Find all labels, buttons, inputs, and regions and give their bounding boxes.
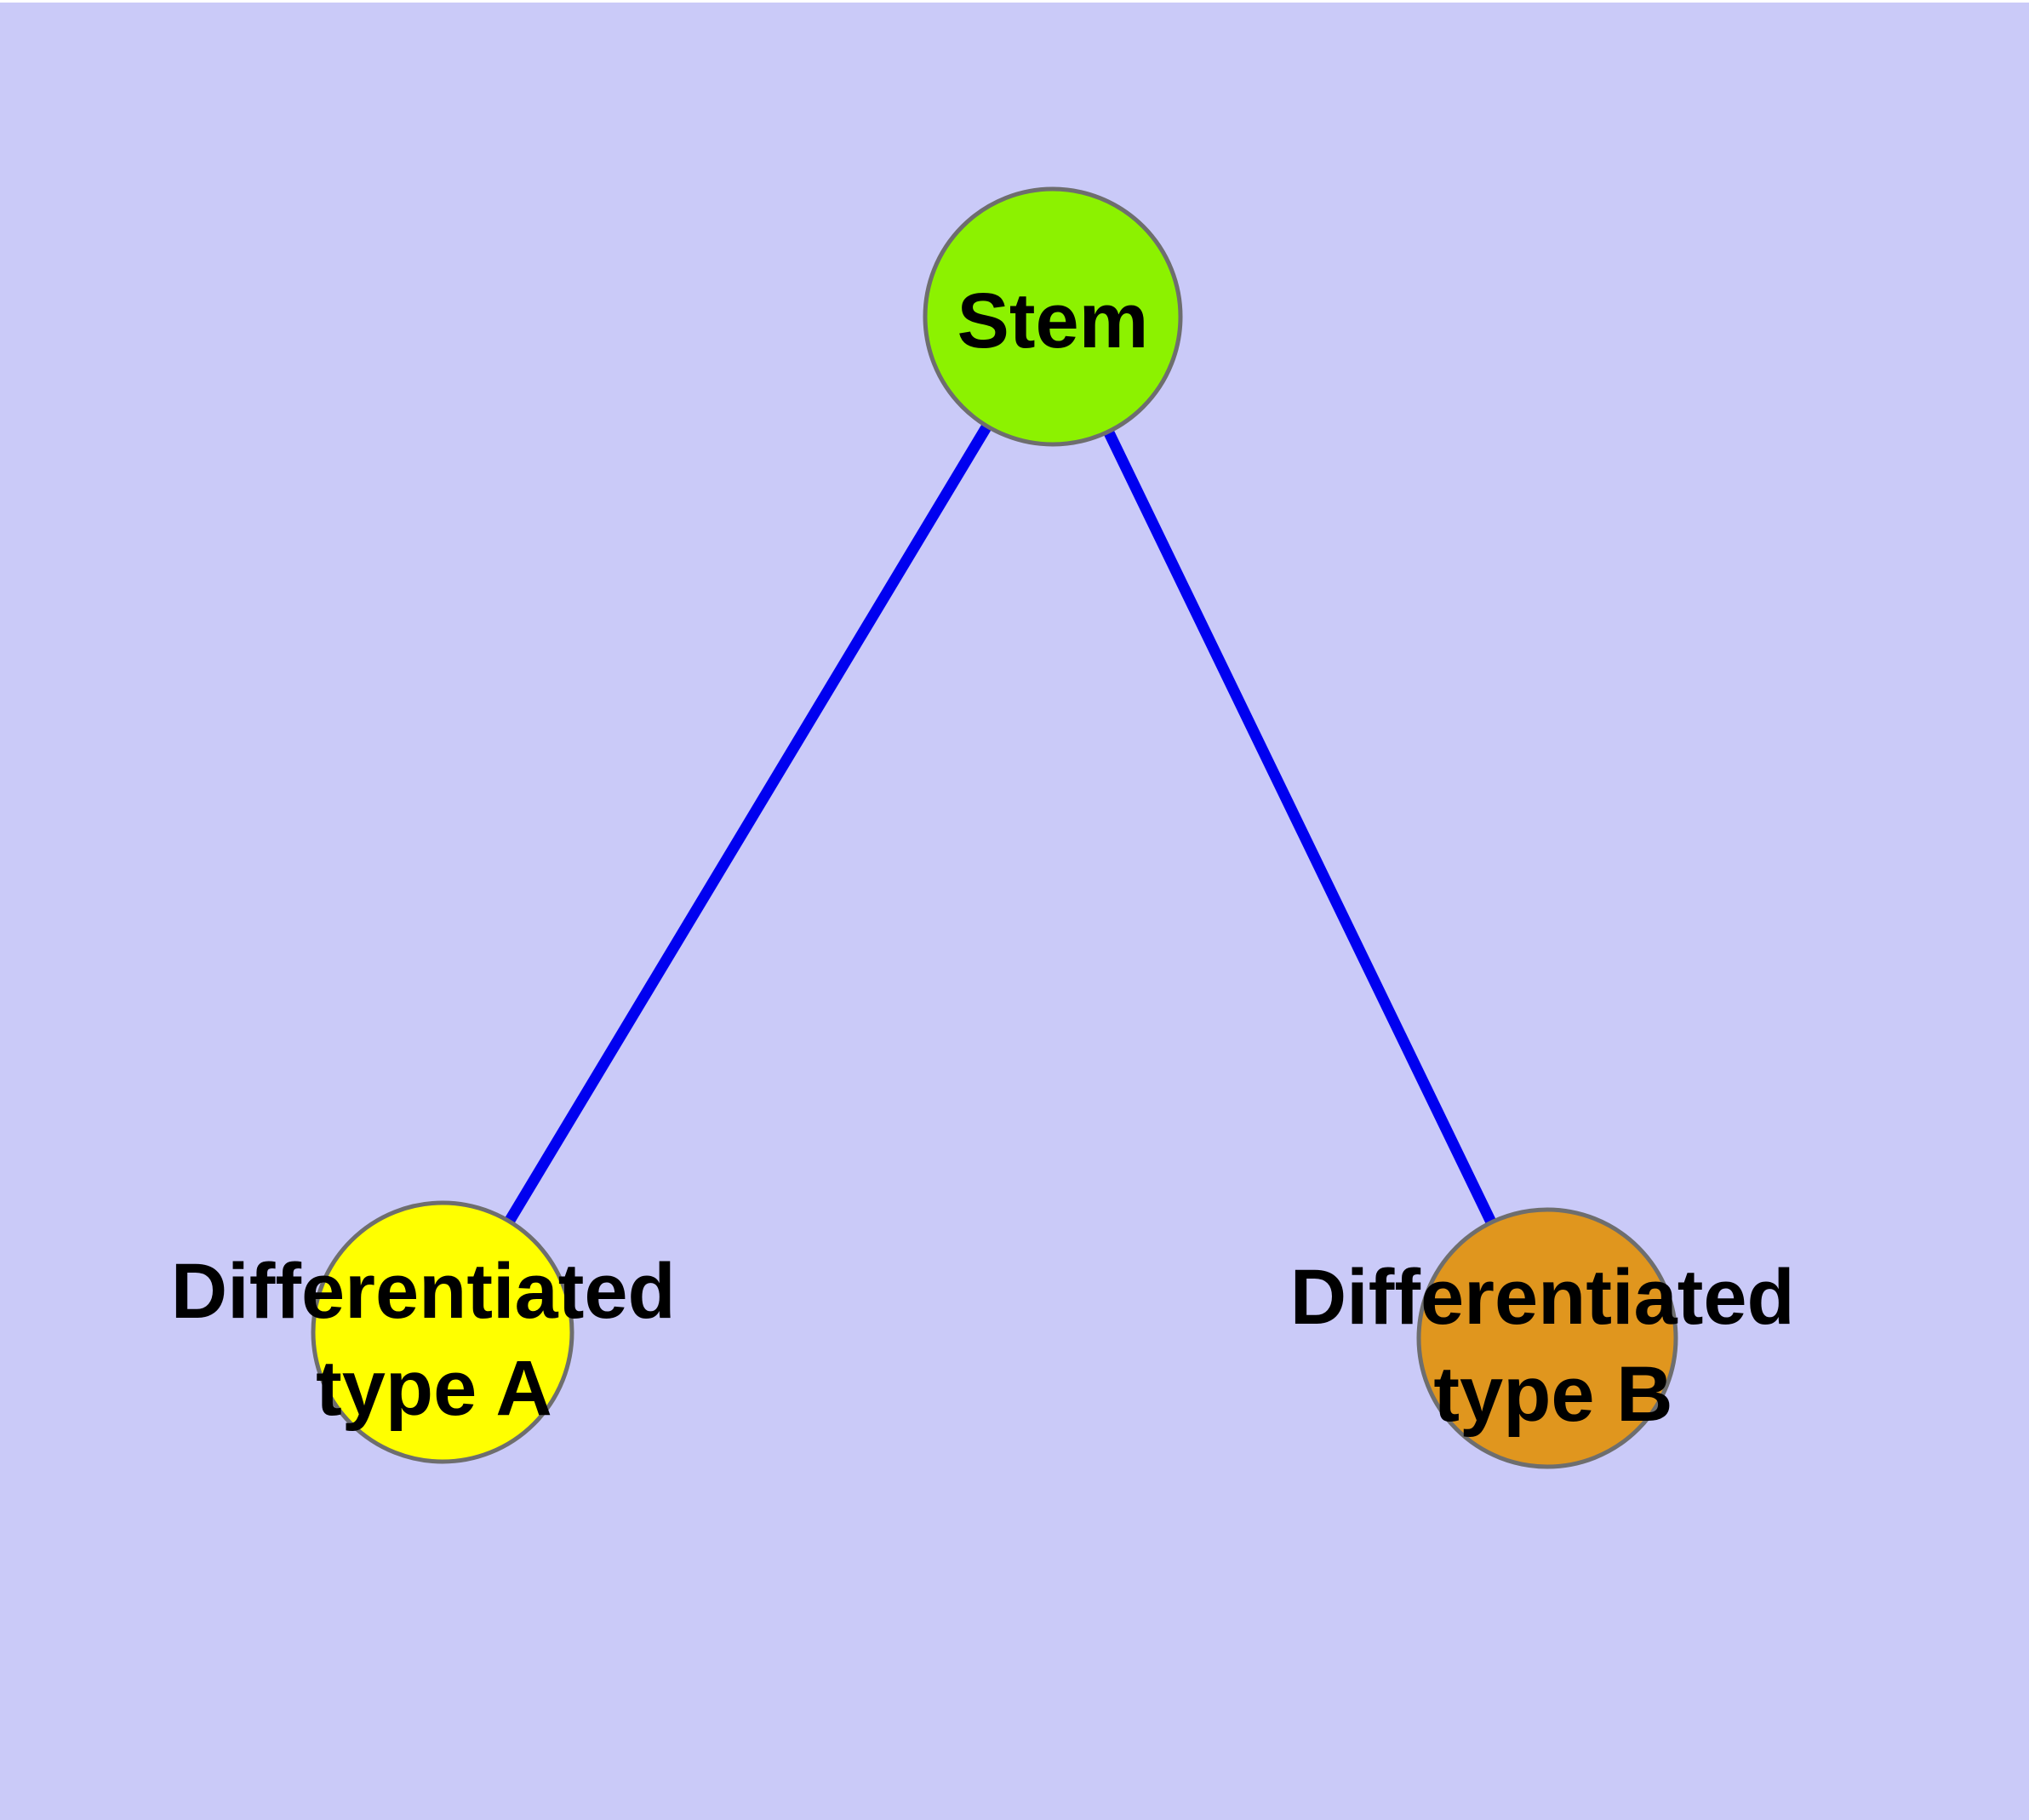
node-stem <box>923 186 1183 447</box>
top-edge-strip <box>0 0 2029 3</box>
node-differentiated-type-a <box>311 1200 574 1464</box>
edge-stem-to-type-a <box>437 313 1058 1336</box>
node-type-b-label-line1: Differentiated <box>1290 1254 1795 1341</box>
node-differentiated-type-b <box>1416 1207 1678 1469</box>
node-stem-label: Stem <box>957 278 1149 364</box>
node-type-a-label-line2: type A <box>316 1345 552 1432</box>
node-type-b-label-line2: type B <box>1433 1351 1672 1438</box>
node-type-b-label: Differentiated type B <box>1290 1254 1817 1438</box>
node-type-a-label-line1: Differentiated <box>171 1248 676 1335</box>
node-type-a-label: Differentiated type A <box>171 1248 698 1432</box>
edge-stem-to-type-b <box>1048 314 1552 1341</box>
